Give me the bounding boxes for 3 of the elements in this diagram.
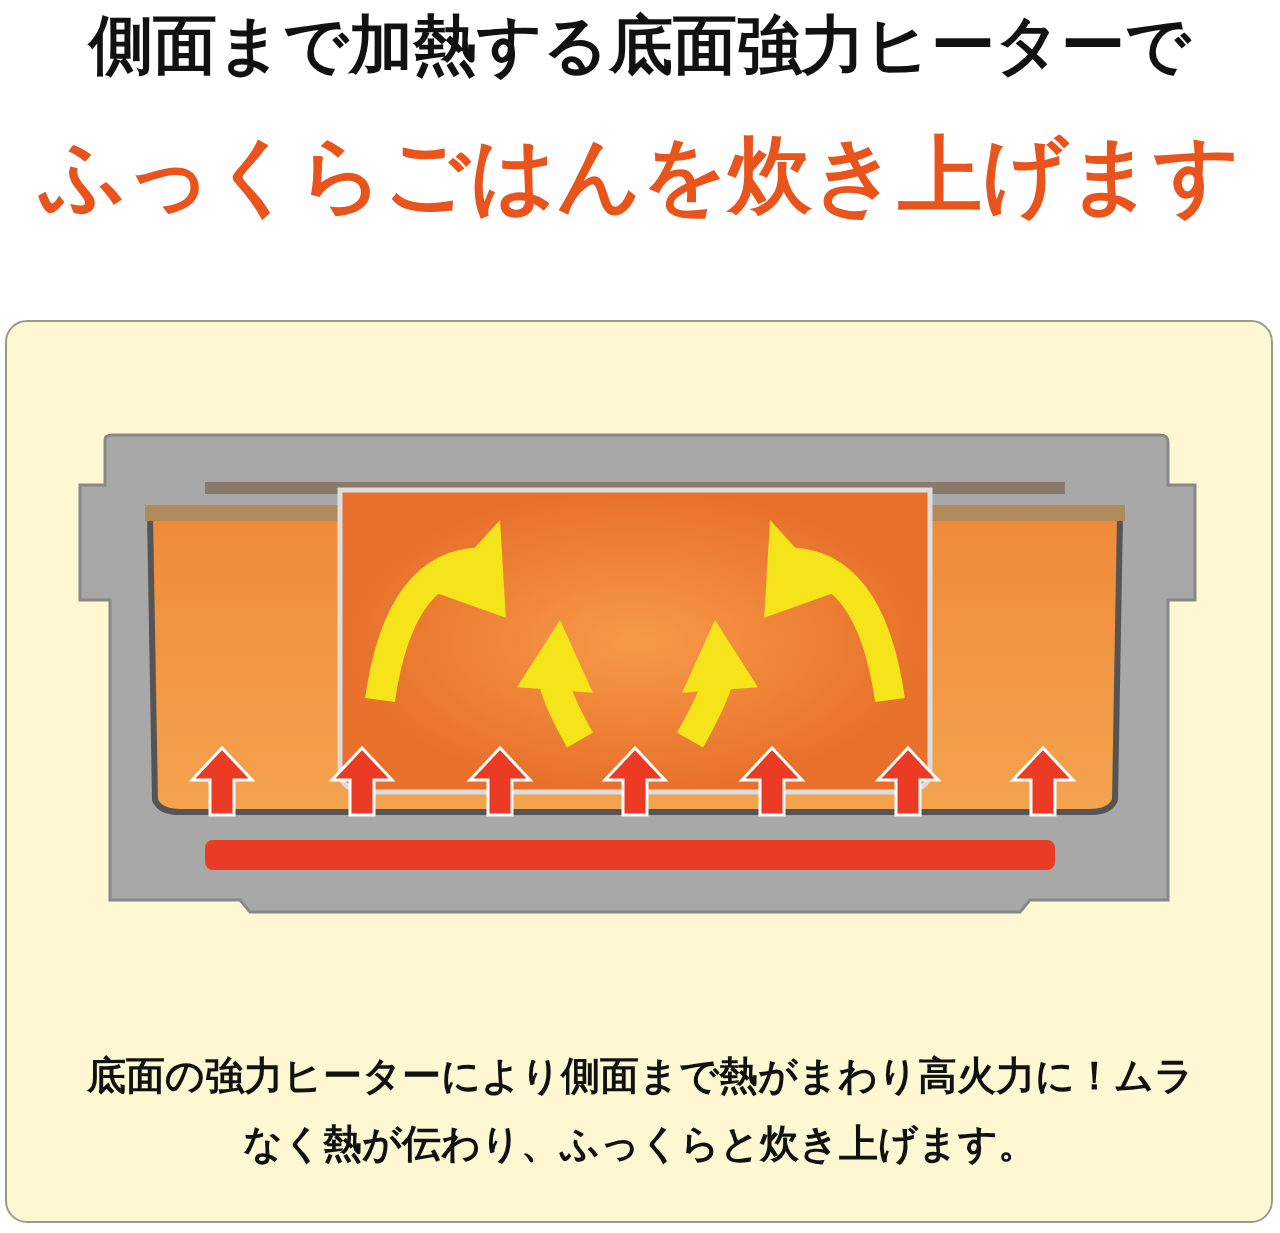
- heading: 側面まで加熱する底面強力ヒーターで: [86, 7, 1193, 84]
- caption: 底面の強力ヒーターにより側面まで熱がまわり高火力に！ムラなく熱が伝わり、ふっくらと炊き上げます。: [85, 1052, 1195, 1168]
- subheading: ふっくらごはんを炊き上げます: [37, 125, 1241, 226]
